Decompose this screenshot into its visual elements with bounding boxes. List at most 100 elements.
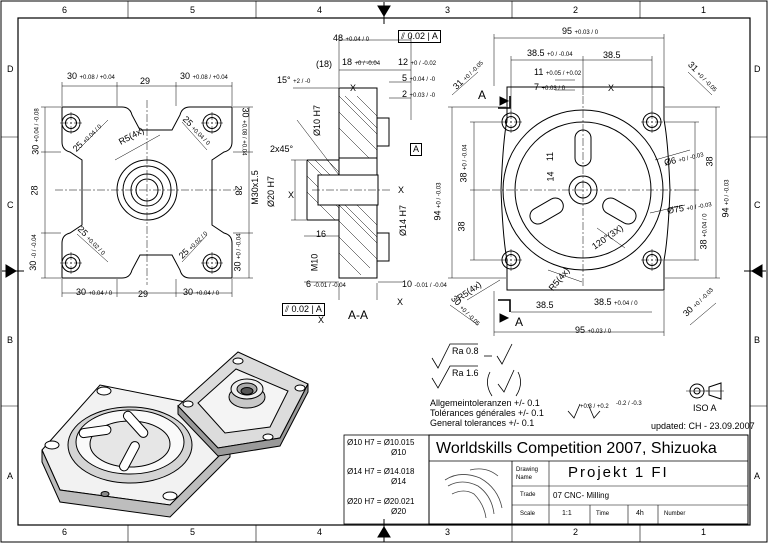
zone-col-4-top: 4 [317, 5, 323, 15]
section-arrow-a-top: A [478, 88, 487, 102]
dim-38-5-c: 38.5 [536, 300, 554, 310]
number-label: Number [664, 511, 686, 517]
section-arrows [499, 96, 510, 323]
trade-label: Trade [520, 492, 536, 498]
dim-right-30-top: 30 +0.08 / +0.04 [240, 107, 251, 156]
dim-18: 18 +0 / -0.04 [342, 57, 381, 68]
tolerance-note-de: Allgemeintoleranzen +/- 0.1 [430, 398, 540, 408]
dim-6: 6 -0.01 / -0.04 [306, 279, 346, 290]
dim-95-bot: 95 +0.03 / 0 [575, 325, 612, 336]
dim-top-30-b: 30 +0.08 / +0.04 [180, 71, 228, 82]
dim-15deg: 15° +2 / -0 [277, 75, 311, 86]
zone-row-b-right: B [754, 335, 761, 345]
dim-94-left: 94 +0 / -0.03 [432, 182, 443, 221]
roughness-x-5: X [397, 297, 404, 307]
zone-col-1-top: 1 [701, 5, 707, 15]
title-block-frame [343, 434, 749, 525]
dim-right-28: 28 [233, 185, 244, 196]
dim-38-5-d: 38.5 +0.04 / 0 [594, 297, 638, 308]
dim-left-28: 28 [29, 185, 40, 196]
tolerance-symbol-minus: -0.2 / -0.3 [616, 401, 642, 407]
roughness-x-4: X [318, 315, 325, 325]
dim-bot-30-b: 30 +0.04 / 0 [183, 287, 220, 298]
zone-row-b-left: B [7, 335, 14, 345]
zone-row-c-right: C [754, 200, 761, 210]
dim-7: 7 +0.03 / 0 [534, 82, 566, 93]
dim-top-30-a: 30 +0.08 / +0.04 [67, 71, 115, 82]
zone-row-d-left: D [7, 64, 14, 74]
section-arrow-a-bot: A [515, 315, 524, 329]
roughness-ra16: Ra 1.6 [452, 368, 479, 378]
dim-left-30-bot: 30 -0 / -0.04 [27, 234, 38, 271]
dim-38-5-b: 38.5 [603, 50, 621, 60]
dim-5: 5 +0.04 / -0 [402, 73, 436, 84]
iso-projection-symbol [686, 382, 724, 400]
dim-14: 14 [545, 171, 556, 182]
dim-right-30-bot: 30 +0 / -0.04 [232, 233, 243, 272]
right-flange-view [448, 34, 720, 336]
dim-top-29: 29 [140, 76, 151, 86]
dim-16: 16 [316, 229, 327, 239]
roughness-ra08: Ra 0.8 [452, 346, 479, 356]
dim-38-left-bot: 38 [456, 221, 467, 232]
flatness-frame: ⫽ 0.02 | A [398, 30, 441, 43]
dim-thread: M30x1.5 [249, 170, 260, 205]
dim-left-30-top: 30 +0.04 / -0.08 [30, 108, 41, 155]
isometric-view-left [41, 384, 231, 518]
dim-38-5-a: 38.5 +0 / -0.04 [527, 48, 573, 59]
roughness-x-3: X [398, 185, 405, 195]
zone-row-a-right: A [754, 471, 761, 481]
logo-mark [444, 468, 503, 519]
left-plan-view [41, 82, 253, 297]
zone-row-d-right: D [754, 64, 761, 74]
zone-col-6-bottom: 6 [62, 527, 68, 537]
drawing-name: Projekt 1 FI [568, 464, 669, 481]
zone-row-a-left: A [7, 471, 14, 481]
dim-dia20: Ø20 H7 [266, 175, 277, 208]
iso-label: ISO A [693, 403, 717, 413]
scale-value: 1:1 [562, 510, 572, 517]
roughness-x-right: X [608, 83, 615, 93]
zone-col-3-top: 3 [445, 5, 451, 15]
dim-94-right: 94 +0 / -0.03 [720, 179, 731, 218]
time-value: 4h [636, 510, 644, 517]
perpendicularity-frame: ⫽ 0.02 | A [282, 303, 325, 316]
drawing-name-label: Drawing Name [516, 467, 539, 481]
zone-col-1-bottom: 1 [701, 527, 707, 537]
title-text: Worldskills Competition 2007, Shizuoka [436, 440, 717, 457]
update-note: updated: CH - 23.09.2007 [651, 421, 755, 431]
dim-48: 48 +0.04 / 0 [333, 33, 370, 44]
dim-bot-30-a: 30 +0.04 / 0 [76, 287, 113, 298]
zone-col-3-bottom: 3 [445, 527, 451, 537]
roughness-symbols [431, 343, 601, 419]
tolerance-note-en: General tolerances +/- 0.1 [430, 418, 535, 428]
roughness-x-2: X [288, 190, 295, 200]
tolerance-symbol-plus: +0.3 / +0.2 [580, 404, 609, 410]
dim-m10: M10 [309, 253, 320, 272]
dim-95-top: 95 +0.03 / 0 [562, 26, 599, 37]
zone-col-4-bottom: 4 [317, 527, 323, 537]
dim-bot-29: 29 [138, 289, 149, 299]
dim-18-paren: (18) [316, 59, 333, 69]
dim-11: 11 +0.05 / +0.02 [534, 67, 582, 78]
scale-label: Scale [520, 511, 536, 517]
isometric-view-right [177, 351, 309, 457]
dim-38-right-bot: 38 +0.04 / 0 [698, 213, 709, 250]
roughness-x-1: X [350, 83, 357, 93]
dim-38-right-top: 38 [704, 156, 715, 167]
dim-dia14: Ø14 H7 [398, 204, 409, 237]
tolerance-note-fr: Tolérances générales +/- 0.1 [430, 408, 544, 418]
zone-col-6-top: 6 [62, 5, 68, 15]
section-title: A-A [348, 308, 369, 322]
zone-col-2-top: 2 [573, 5, 579, 15]
zone-col-2-bottom: 2 [573, 527, 579, 537]
trade-value: 07 CNC- Milling [553, 491, 610, 500]
zone-col-5-top: 5 [190, 5, 196, 15]
dim-11-b: 11 [545, 151, 556, 162]
zone-col-5-bottom: 5 [190, 527, 196, 537]
section-view [291, 36, 412, 300]
